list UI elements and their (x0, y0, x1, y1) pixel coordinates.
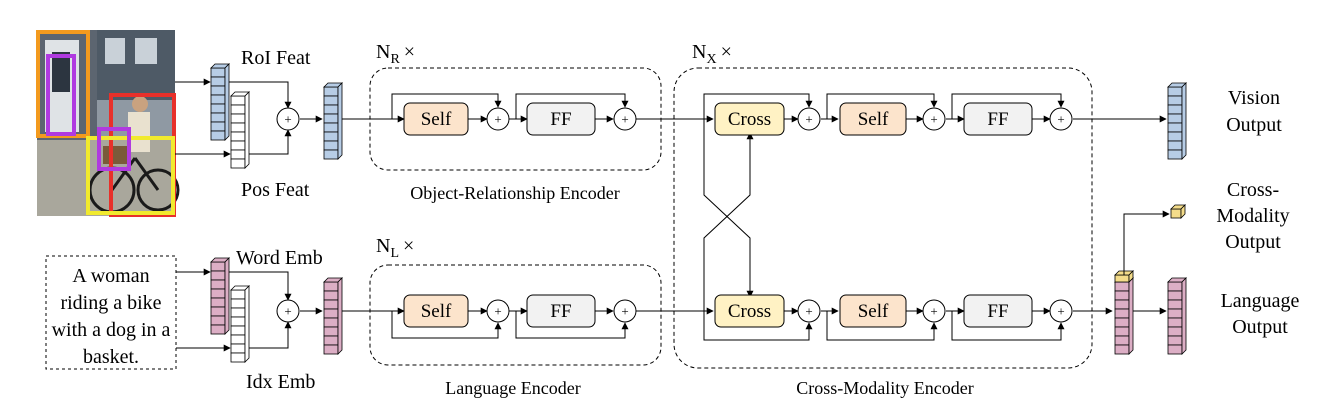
sentence-line: with a dog in a (52, 319, 171, 341)
idx-emb-label: Idx Emb (246, 371, 315, 393)
add-symbol: + (621, 112, 628, 127)
language-output-label: Language (1221, 290, 1300, 312)
idx-emb-vector (230, 285, 250, 363)
pos-feat-label: Pos Feat (241, 179, 310, 201)
add-symbol: + (930, 304, 937, 319)
add-symbol: + (621, 304, 628, 319)
repeat-count-r: NR× (376, 41, 415, 67)
roi-feat-label: RoI Feat (241, 47, 311, 69)
cross-modality-caption: Cross-Modality Encoder (796, 378, 973, 398)
self-attention-block: Self (839, 102, 907, 136)
self-attention-block-label: Self (858, 301, 889, 322)
add-node: + (922, 299, 946, 323)
add-symbol: + (284, 304, 291, 319)
sentence-line: riding a bike (60, 292, 161, 314)
encoder-blocks: Self + FF + Self + FF + Cross + Self + FF + Cross + Self… (403, 102, 1073, 328)
add-node-language-input (276, 299, 300, 323)
self-attention-block-label: Self (421, 301, 452, 322)
add-symbol: + (930, 112, 937, 127)
repeat-count-l: NL× (376, 235, 414, 261)
vision-input-vector (323, 82, 343, 160)
self-attention-block-label: Self (421, 109, 452, 130)
add-symbol: + (1057, 112, 1064, 127)
feature-vectors (210, 63, 1187, 363)
cross-modality-output-label: Output (1225, 231, 1281, 253)
repeat-count-x: NX× (692, 41, 732, 67)
add-node: + (1049, 107, 1073, 131)
language-output-label: Output (1232, 316, 1288, 338)
cross-attention-block: Cross (714, 294, 785, 328)
add-symbol: + (494, 112, 501, 127)
self-attention-block-label: Self (858, 109, 889, 130)
feed-forward-block: FF (963, 102, 1033, 136)
language-output-vector (1167, 277, 1187, 355)
feed-forward-block-label: FF (550, 301, 571, 322)
vision-output-vector (1167, 82, 1187, 160)
joint-output-token (1114, 270, 1134, 283)
add-node: + (1049, 299, 1073, 323)
feed-forward-block: FF (963, 294, 1033, 328)
language-encoder: NL× Language Encoder (369, 235, 662, 398)
sentence-line: basket. (83, 346, 139, 368)
add-node: + (486, 107, 510, 131)
detection-box-purple (46, 54, 76, 136)
word-emb-vector (210, 257, 230, 335)
self-attention-block: Self (403, 102, 469, 136)
self-attention-block: Self (403, 294, 469, 328)
add-node: + (797, 107, 821, 131)
add-node: + (922, 107, 946, 131)
object-relationship-caption: Object-Relationship Encoder (410, 183, 619, 203)
language-encoder-caption: Language Encoder (445, 378, 580, 398)
vision-output-label: Output (1226, 114, 1282, 136)
feed-forward-block: FF (526, 102, 596, 136)
add-node: + (486, 299, 510, 323)
cross-modality-output-label: Modality (1216, 205, 1289, 227)
add-symbol: + (284, 112, 291, 127)
add-symbol: + (805, 304, 812, 319)
input-sentence: A woman riding a bike with a dog in a ba… (45, 255, 177, 370)
add-symbol: + (494, 304, 501, 319)
encoder-frame (673, 67, 1093, 369)
cross-modality-output-label: Cross- (1227, 179, 1279, 201)
cross-attention-block: Cross (714, 102, 785, 136)
cross-attention-block-label: Cross (728, 109, 771, 130)
detection-box-purple-dog (97, 127, 131, 171)
cross-modality-encoder: NX× Cross-Modality Encoder (673, 41, 1093, 398)
language-input-vector (323, 277, 343, 355)
add-symbol: + (805, 112, 812, 127)
word-emb-label: Word Emb (236, 247, 323, 269)
input-image (36, 30, 180, 217)
sentence-line: A woman (72, 265, 149, 287)
feed-forward-block: FF (526, 294, 596, 328)
add-node: + (613, 299, 637, 323)
stream-wiring (342, 93, 1170, 341)
add-node: + (797, 299, 821, 323)
self-attention-block: Self (839, 294, 907, 328)
joint-output-vector (1114, 277, 1134, 355)
add-node-vision-input (276, 107, 300, 131)
add-symbol: + (1057, 304, 1064, 319)
roi-feat-vector (210, 63, 230, 141)
cross-modality-output-vector (1170, 204, 1186, 219)
feed-forward-block-label: FF (987, 109, 1008, 130)
add-node: + (613, 107, 637, 131)
cross-attention-block-label: Cross (728, 301, 771, 322)
vision-output-label: Vision (1228, 87, 1280, 109)
feed-forward-block-label: FF (987, 301, 1008, 322)
feed-forward-block-label: FF (550, 109, 571, 130)
encoder-frame (369, 264, 662, 366)
input-wiring (175, 78, 323, 352)
pos-feat-vector (230, 91, 250, 169)
